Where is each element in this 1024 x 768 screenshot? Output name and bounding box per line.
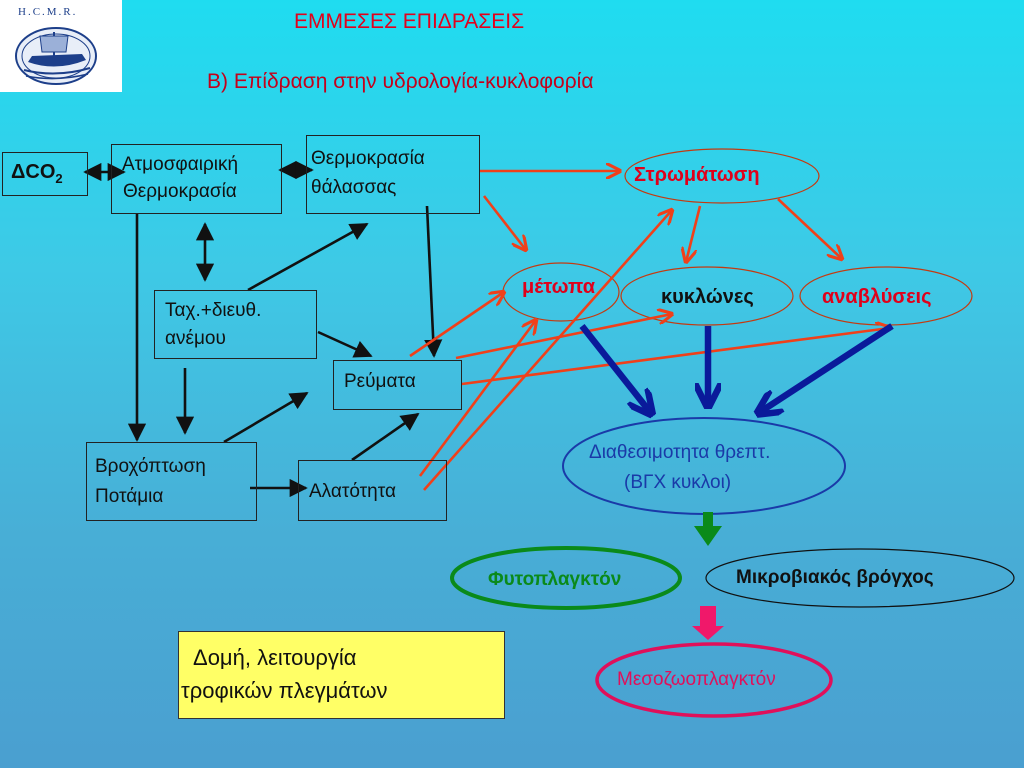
ship-emblem-icon <box>15 27 97 85</box>
cyclones-oval <box>620 266 794 326</box>
arrow-sea-currents <box>424 205 443 358</box>
arrow-fronts-nutrients <box>579 323 650 412</box>
foodweb-line2: τροφικών πλεγμάτων <box>181 678 388 703</box>
nutrients-oval <box>562 417 846 515</box>
foodweb-box: Δομή, λειτουργία τροφικών πλεγμάτων <box>178 631 505 719</box>
arrow-rain-currents <box>223 391 309 444</box>
meso-label: Μεσοζωοπλαγκτόν <box>617 669 776 690</box>
arrow-salinity-fronts <box>418 320 536 477</box>
arrow-strat-upwelling <box>777 198 842 259</box>
arrow-wind-sea <box>247 222 369 292</box>
logo: H.C.M.R. <box>0 0 122 92</box>
arrow-upwelling-nutrients <box>760 323 894 412</box>
page-title: ΕΜΜΕΣΕΣ ΕΠΙΔΡΑΣΕΙΣ <box>294 10 525 33</box>
page-subtitle: Β) Επίδραση στην υδρολογία-κυκλοφορία <box>207 70 594 93</box>
rain-box: Βροχόπτωση Ποτάμια <box>86 442 257 521</box>
sea-temp-box: Θερμοκρασία θάλασσας <box>306 135 480 214</box>
dco2-label: ΔCO <box>11 161 56 183</box>
phyto-oval <box>450 546 682 610</box>
stratification-oval <box>624 148 820 204</box>
wind-line1: Ταχ.+διευθ. <box>165 300 262 321</box>
rain-line1: Βροχόπτωση <box>95 456 206 477</box>
phyto-label: Φυτοπλαγκτόν <box>488 569 622 590</box>
nutrients-line1: Διαθεσιμοτητα θρεπτ. <box>589 442 771 463</box>
dco2-subscript: 2 <box>55 171 63 186</box>
sea-temp-line1: Θερμοκρασία <box>311 148 425 169</box>
nutrients-line2: (ΒΓΧ κυκλοι) <box>624 472 732 493</box>
arrow-currents-fronts <box>409 292 504 358</box>
arrow-currents-cyclones <box>455 314 672 360</box>
arrow-phyto-meso <box>692 606 724 640</box>
atm-temp-box: Ατμοσφαιρική Θερμοκρασία <box>111 144 282 214</box>
arrow-salinity-currents <box>351 412 420 462</box>
meso-oval <box>595 642 833 718</box>
fronts-label: μέτωπα <box>522 276 596 298</box>
currents-line1: Ρεύματα <box>344 371 416 392</box>
arrow-salinity-strat <box>423 210 672 491</box>
currents-box: Ρεύματα <box>333 360 462 410</box>
arrow-strat-cyclones <box>686 205 702 262</box>
wind-box: Ταχ.+διευθ. ανέμου <box>154 290 317 359</box>
arrow-wind-currents <box>317 330 373 358</box>
arrow-currents-upwelling <box>461 328 890 386</box>
atm-temp-line1: Ατμοσφαιρική <box>122 154 239 175</box>
stratification-label: Στρωμάτωση <box>634 164 760 186</box>
arrow-sea-fronts <box>482 195 526 250</box>
logo-text: H.C.M.R. <box>18 6 78 18</box>
atm-temp-line2: Θερμοκρασία <box>123 181 237 202</box>
sea-temp-line2: θάλασσας <box>311 177 397 198</box>
salinity-box: Αλατότητα <box>298 460 447 521</box>
cyclones-label: κυκλώνες <box>661 286 754 308</box>
upwelling-label: αναβλύσεις <box>822 286 932 308</box>
arrow-nutrients-phyto <box>694 512 722 546</box>
microbial-label: Μικροβιακός βρόγχος <box>736 567 934 588</box>
wind-line2: ανέμου <box>165 328 226 349</box>
salinity-line1: Αλατότητα <box>309 481 396 502</box>
dco2-box: ΔCO2 <box>2 152 88 196</box>
rain-line2: Ποτάμια <box>95 486 164 507</box>
microbial-oval <box>705 548 1015 608</box>
foodweb-line1: Δομή, λειτουργία <box>193 645 357 670</box>
